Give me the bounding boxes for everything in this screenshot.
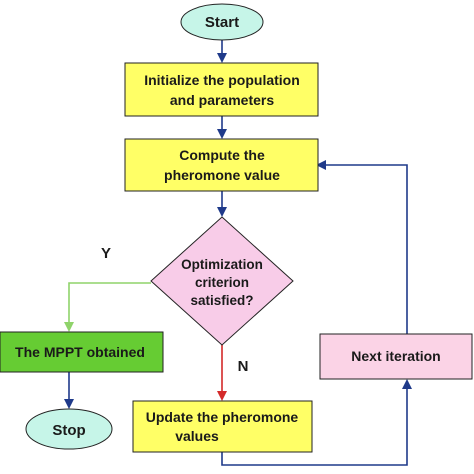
no-label: N bbox=[238, 358, 249, 375]
arrow-decision-yes-to-mppt bbox=[64, 282, 151, 332]
compute-label-line2: pheromone value bbox=[164, 167, 280, 183]
mppt-node: The MPPT obtained bbox=[0, 331, 164, 373]
stop-node: Stop bbox=[25, 408, 113, 450]
start-label: Start bbox=[205, 14, 239, 31]
decision-label-line3: satisfied? bbox=[190, 293, 253, 308]
decision-label-line2: criterion bbox=[195, 275, 249, 290]
yes-label: Y bbox=[101, 245, 111, 262]
init-label-line2: and parameters bbox=[170, 92, 274, 108]
update-node: Update the pheromone values bbox=[132, 400, 313, 453]
arrow-next-to-compute bbox=[316, 160, 408, 334]
arrow-update-to-next bbox=[221, 379, 412, 466]
start-node: Start bbox=[180, 3, 264, 41]
next-iteration-node: Next iteration bbox=[319, 333, 473, 380]
update-label-line1: Update the pheromone bbox=[146, 409, 299, 425]
stop-label: Stop bbox=[52, 422, 85, 439]
init-node: Initialize the population and parameters bbox=[124, 62, 319, 117]
init-label-line1: Initialize the population bbox=[144, 72, 300, 88]
next-iteration-label: Next iteration bbox=[351, 348, 440, 364]
decision-node: Optimization criterion satisfied? bbox=[150, 216, 294, 346]
decision-label-line1: Optimization bbox=[181, 257, 263, 272]
update-label-line2: values bbox=[175, 428, 219, 444]
compute-label-line1: Compute the bbox=[179, 147, 265, 163]
mppt-label: The MPPT obtained bbox=[15, 344, 145, 360]
compute-node: Compute the pheromone value bbox=[124, 138, 319, 192]
